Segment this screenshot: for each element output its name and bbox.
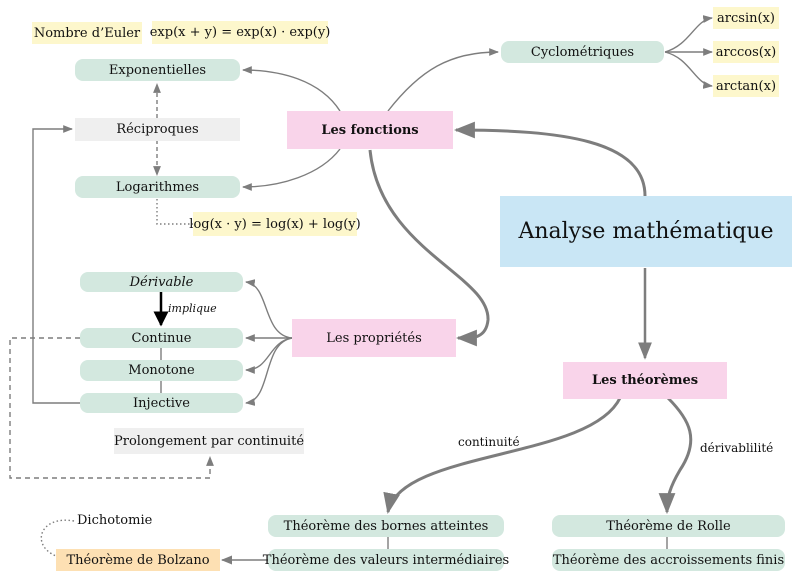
edge-continue-prolongement	[9, 337, 214, 479]
node-continue[interactable]: Continue	[80, 328, 243, 348]
label-dichotomie: Dichotomie	[77, 513, 153, 528]
edge-fonctions-proprietes	[368, 149, 490, 347]
edge-analyse-fonctions	[453, 121, 647, 197]
node-les-fonctions[interactable]: Les fonctions	[287, 111, 453, 149]
node-logarithmes[interactable]: Logarithmes	[75, 176, 240, 198]
edge-dichotomie-bolzano	[40, 519, 75, 557]
edge-theoremes-bornes	[383, 397, 622, 515]
node-arcsin[interactable]: arcsin(x)	[713, 7, 779, 29]
node-arctan[interactable]: arctan(x)	[713, 75, 779, 97]
node-valeurs-intermediaires[interactable]: Théorème des valeurs intermédiaires	[263, 549, 509, 571]
node-prolongement[interactable]: Prolongement par continuité	[114, 428, 304, 454]
edge-theoremes-rolle	[658, 396, 693, 515]
node-monotone[interactable]: Monotone	[80, 360, 243, 381]
edge-fonctions-exponentielles	[242, 66, 341, 112]
node-exponentielles[interactable]: Exponentielles	[75, 59, 240, 81]
edge-fonctions-cyclometriques	[387, 48, 499, 112]
node-cyclometriques[interactable]: Cyclométriques	[501, 41, 664, 63]
log-formula: log(x · y) = log(x) + log(y)	[189, 212, 361, 236]
node-accroissements-finis[interactable]: Théorème des accroissements finis	[552, 549, 785, 571]
node-reciproques[interactable]: Réciproques	[75, 118, 240, 141]
edge-proprietes-injective	[245, 337, 293, 406]
edge-injective-reciproques	[32, 125, 80, 404]
node-bolzano[interactable]: Théorème de Bolzano	[56, 549, 220, 571]
label-implique: implique	[168, 302, 217, 315]
node-derivable[interactable]: Dérivable	[80, 272, 243, 292]
edge-log-formula	[156, 199, 193, 225]
euler-formula: exp(x + y) = exp(x) · exp(y)	[150, 21, 330, 44]
euler-label: Nombre d’Euler	[32, 22, 142, 44]
edge-cyclo-arctan	[664, 51, 713, 89]
node-analyse-mathematique[interactable]: Analyse mathématique	[500, 196, 792, 267]
node-les-theoremes[interactable]: Les théorèmes	[563, 362, 727, 399]
node-injective[interactable]: Injective	[80, 393, 243, 413]
edge-proprietes-derivable	[245, 279, 293, 339]
node-rolle[interactable]: Théorème de Rolle	[552, 515, 785, 537]
edge-cyclo-arcsin	[664, 15, 713, 53]
node-bornes-atteintes[interactable]: Théorème des bornes atteintes	[268, 515, 504, 537]
label-derivabilite: dérivablilité	[700, 441, 774, 455]
edge-fonctions-logarithmes	[242, 148, 341, 191]
label-continuite: continuité	[458, 435, 520, 449]
node-les-proprietes[interactable]: Les propriétés	[292, 319, 456, 357]
node-arccos[interactable]: arccos(x)	[713, 41, 779, 63]
